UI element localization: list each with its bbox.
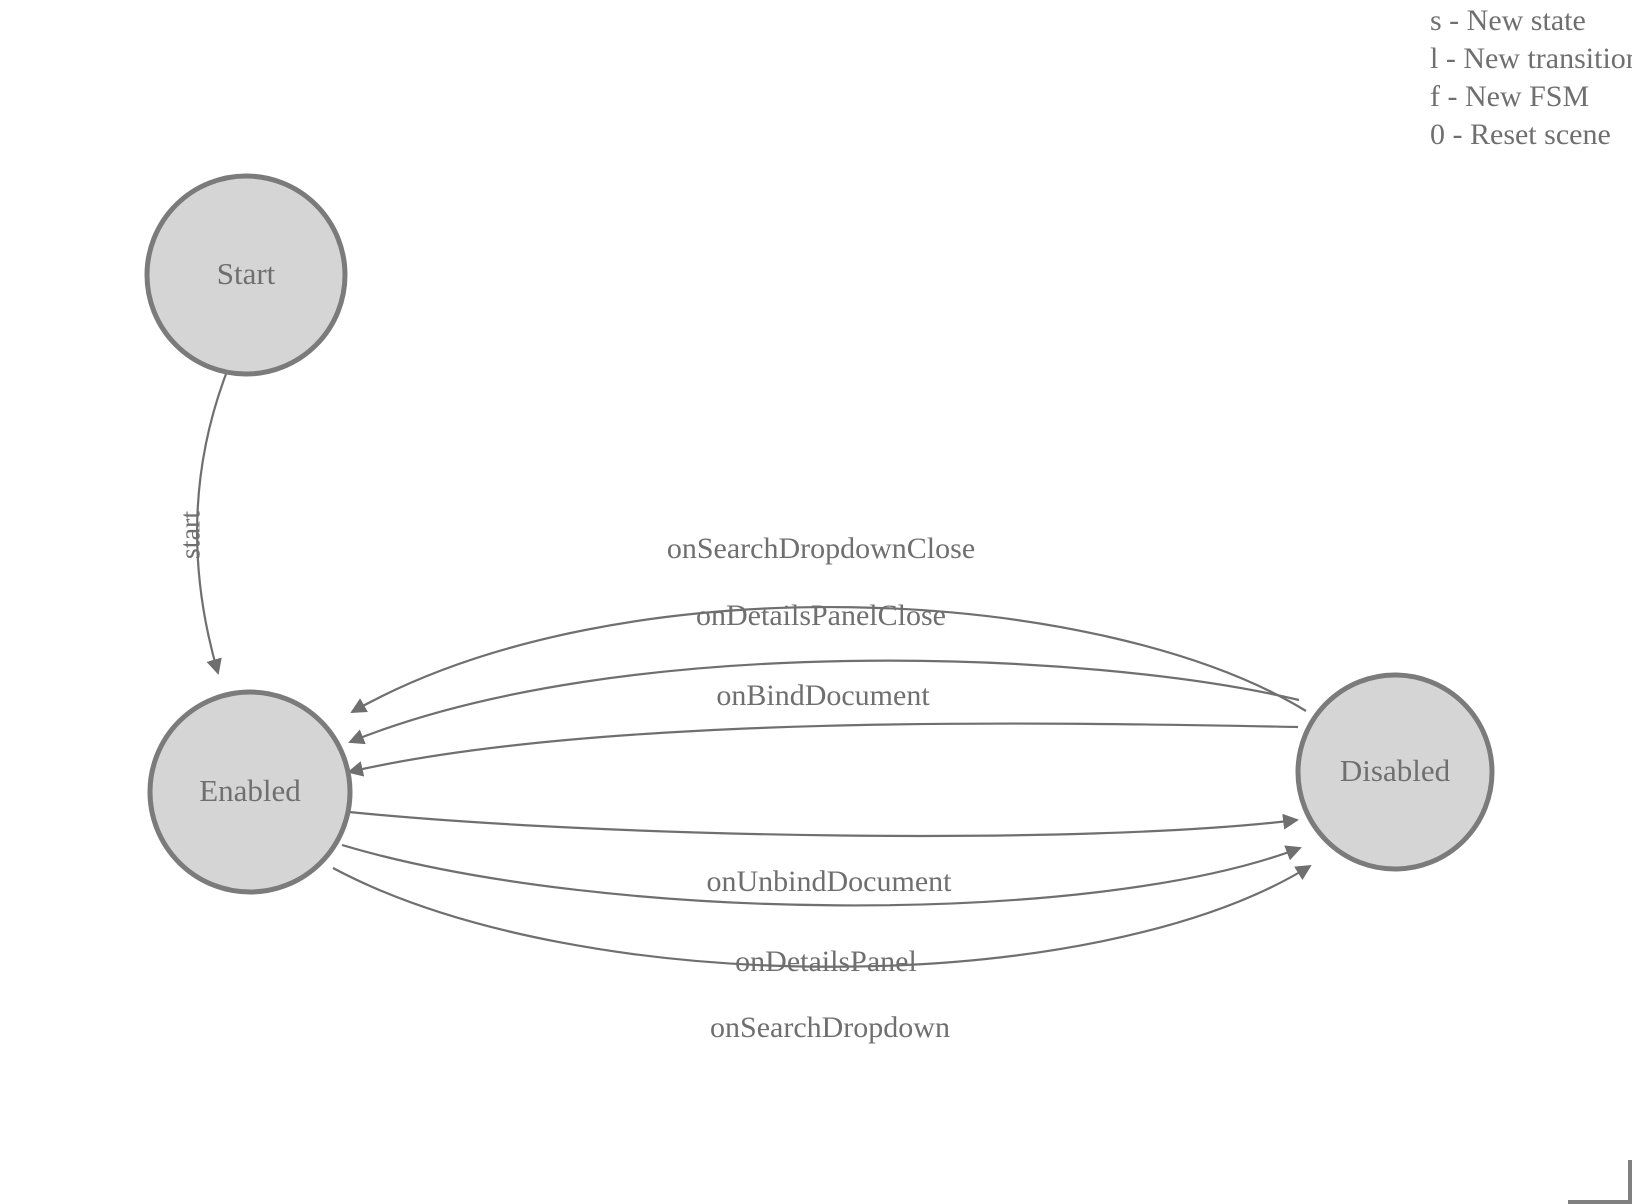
edge-label-details-panel: onDetailsPanel	[735, 945, 917, 978]
edge-enabled-to-disabled-details-panel[interactable]	[341, 843, 1302, 907]
edge-start-to-enabled[interactable]	[196, 373, 228, 675]
edge-disabled-to-enabled-bind-document[interactable]	[347, 722, 1299, 777]
edge-label-search-dropdown: onSearchDropdown	[710, 1011, 950, 1044]
edge-label-details-panel-close: onDetailsPanelClose	[696, 599, 946, 632]
node-enabled-label: Enabled	[199, 773, 301, 808]
edge-disabled-to-enabled-search-dropdown-close[interactable]	[350, 605, 1307, 713]
node-group: Start Enabled Disabled	[144, 173, 1495, 895]
edge-label-unbind-document: onUnbindDocument	[707, 865, 953, 898]
window-corner-frame	[1568, 1160, 1632, 1204]
edge-enabled-to-disabled-unbind-document[interactable]	[348, 810, 1299, 838]
edge-enabled-to-disabled-search-dropdown[interactable]	[332, 864, 1312, 968]
edge-label-start: start	[175, 511, 206, 559]
node-disabled-circle[interactable]	[1295, 672, 1495, 872]
node-start-circle[interactable]	[144, 173, 348, 377]
edge-label-group: start onSearchDropdownClose onDetailsPan…	[175, 511, 975, 1044]
node-start-label: Start	[217, 256, 276, 291]
node-start[interactable]: Start	[144, 173, 348, 377]
edge-group	[196, 373, 1312, 968]
edge-label-bind-document: onBindDocument	[716, 679, 930, 712]
edge-disabled-to-enabled-details-panel-close[interactable]	[348, 659, 1300, 745]
node-enabled[interactable]: Enabled	[147, 689, 353, 895]
node-disabled[interactable]: Disabled	[1295, 672, 1495, 872]
node-enabled-circle[interactable]	[147, 689, 353, 895]
edge-label-search-dropdown-close: onSearchDropdownClose	[667, 532, 975, 565]
node-disabled-label: Disabled	[1340, 753, 1451, 788]
